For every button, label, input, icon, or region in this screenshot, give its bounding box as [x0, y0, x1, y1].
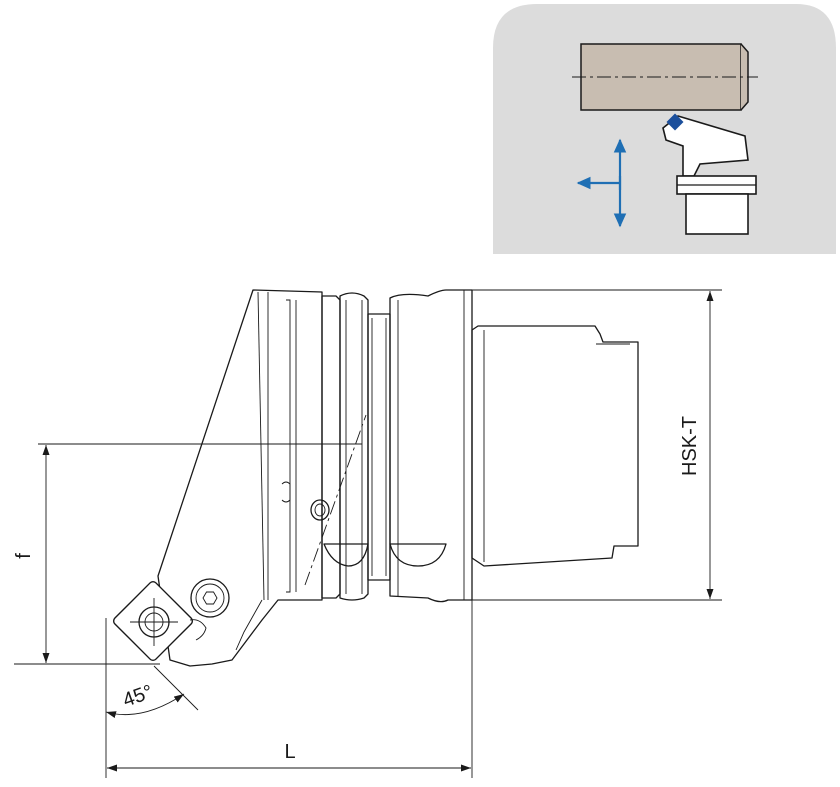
dimension-length-label: L	[284, 741, 295, 763]
dimension-f-label: f	[13, 553, 35, 559]
dimension-lines	[14, 289, 722, 778]
mini-insert	[666, 113, 684, 131]
mini-holder-shank	[685, 193, 749, 235]
insert-assembly	[112, 578, 230, 662]
cutting-insert	[112, 580, 194, 662]
groove	[367, 313, 391, 581]
scallop-left	[323, 543, 369, 567]
flange-1	[321, 295, 341, 599]
application-icon-panel	[493, 4, 836, 254]
flange-2	[339, 292, 369, 601]
scallop-right	[389, 543, 447, 567]
dimension-hsk-t-label: HSK-T	[679, 416, 701, 476]
coolant-bore	[281, 414, 367, 586]
feed-direction-arrows-icon	[576, 138, 627, 228]
toolholder-body	[157, 289, 639, 667]
collar	[389, 289, 473, 603]
hex-socket-screw-icon	[190, 578, 230, 618]
mini-holder-body	[662, 115, 749, 177]
dimension-angle-label: 45°	[120, 681, 156, 712]
hsk-shank	[471, 325, 639, 567]
